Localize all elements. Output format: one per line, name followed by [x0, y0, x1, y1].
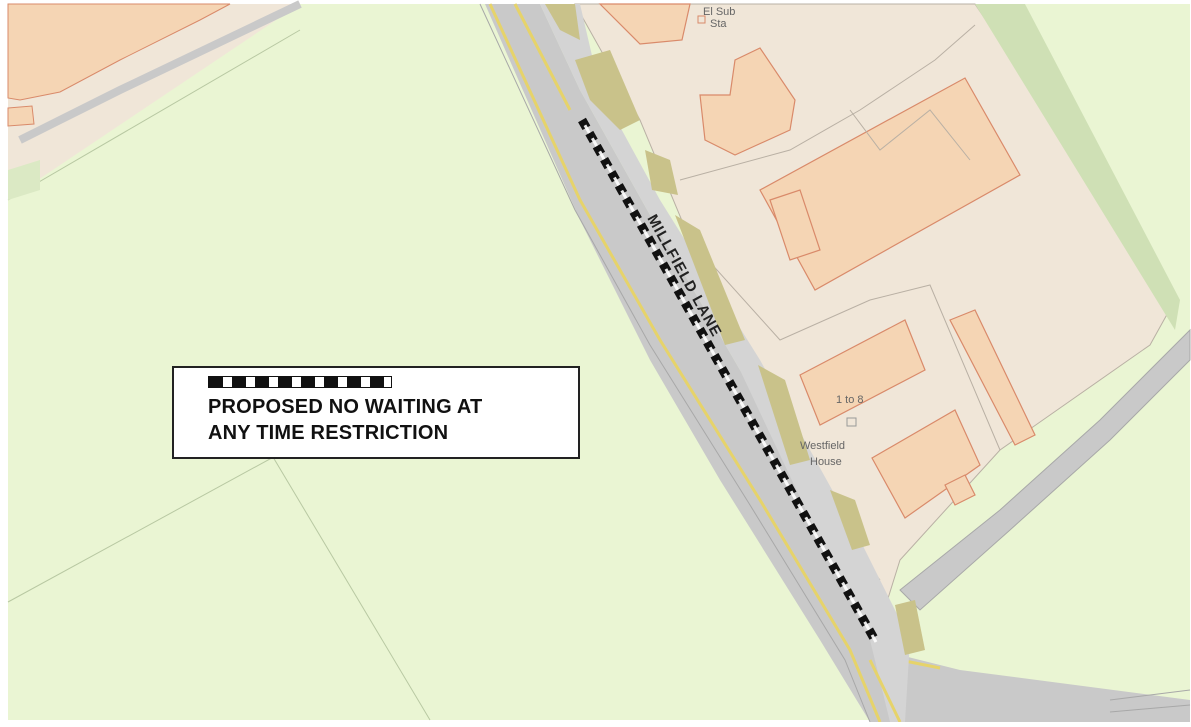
- substation-label-1: El Sub: [703, 6, 735, 18]
- legend-line-1: PROPOSED NO WAITING AT: [208, 396, 483, 418]
- bottom-road: [870, 650, 1190, 722]
- flats-label: 1 to 8: [836, 394, 864, 406]
- legend-line-2: ANY TIME RESTRICTION: [208, 422, 449, 444]
- verges: [545, 4, 925, 655]
- legend-box: PROPOSED NO WAITING AT ANY TIME RESTRICT…: [172, 366, 580, 459]
- top-left-buildings: [7, 0, 302, 200]
- proposed-restriction-line: [578, 117, 880, 645]
- house-label-1: Westfield: [800, 440, 845, 452]
- side-road: [899, 328, 1191, 611]
- substation-label-2: Sta: [710, 18, 727, 30]
- restriction-line-swatch: [208, 376, 392, 388]
- house-label-2: House: [810, 456, 842, 468]
- legend-text: PROPOSED NO WAITING AT ANY TIME RESTRICT…: [208, 394, 482, 446]
- property-area: [574, 3, 1190, 642]
- field-boundaries: [7, 29, 431, 721]
- buildings: [598, 3, 1036, 519]
- road-edges: [488, 3, 902, 723]
- millfield-lane-road: [485, 4, 905, 722]
